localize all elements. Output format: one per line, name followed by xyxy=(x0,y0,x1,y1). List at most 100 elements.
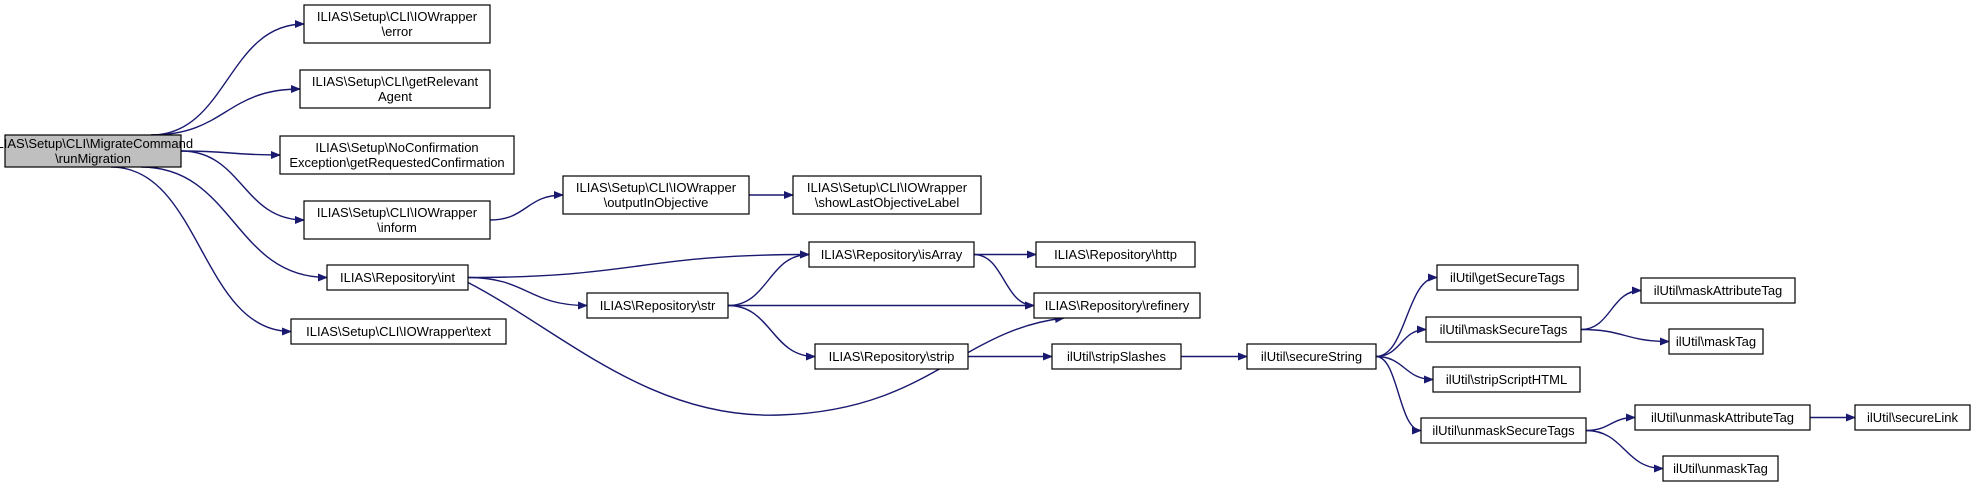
node-unmaskAttributeTag[interactable]: ilUtil\unmaskAttributeTag xyxy=(1634,404,1811,431)
node-label: ILIAS\Setup\NoConfirmation xyxy=(315,140,478,155)
node-noConfirmation[interactable]: ILIAS\Setup\NoConfirmationException\getR… xyxy=(279,135,515,175)
edge-isArray-to-refinery xyxy=(973,253,1035,310)
node-root[interactable]: ILIAS\Setup\CLI\MigrateCommand\runMigrat… xyxy=(0,134,193,168)
node-box xyxy=(1425,316,1582,343)
node-strip[interactable]: ILIAS\Repository\strip xyxy=(814,343,969,370)
node-box xyxy=(814,343,969,370)
node-box xyxy=(808,241,975,268)
node-label: ILIAS\Repository\int xyxy=(340,270,455,285)
node-label: ilUtil\getSecureTags xyxy=(1450,270,1565,285)
edge-inform-to-outputInObjective xyxy=(489,191,564,221)
node-box xyxy=(1668,328,1764,355)
node-box xyxy=(1033,292,1201,319)
node-box xyxy=(1035,241,1196,268)
node-isArray[interactable]: ILIAS\Repository\isArray xyxy=(808,241,975,268)
edge-str-to-strip xyxy=(727,304,816,361)
node-secureString[interactable]: ilUtil\secureString xyxy=(1246,343,1377,370)
edge-secureString-to-stripScriptHTML xyxy=(1375,355,1434,384)
node-label: ILIAS\Setup\CLI\IOWrapper xyxy=(317,9,478,24)
node-box xyxy=(1420,417,1587,444)
node-refinery[interactable]: ILIAS\Repository\refinery xyxy=(1033,292,1201,319)
node-box xyxy=(792,175,982,215)
edge-int-to-str xyxy=(467,276,588,310)
node-box xyxy=(1432,366,1581,393)
node-box xyxy=(1051,343,1182,370)
node-box xyxy=(1246,343,1377,370)
node-maskSecureTags[interactable]: ilUtil\maskSecureTags xyxy=(1425,316,1582,343)
node-box xyxy=(279,135,515,175)
node-label: ILIAS\Setup\CLI\MigrateCommand xyxy=(0,136,193,151)
node-secureLink[interactable]: ilUtil\secureLink xyxy=(1854,404,1971,431)
edge-secureString-to-maskSecureTags xyxy=(1375,325,1427,358)
edge-int-to-isArray xyxy=(467,250,810,279)
node-text[interactable]: ILIAS\Setup\CLI\IOWrapper\text xyxy=(290,318,507,345)
node-label: \runMigration xyxy=(55,151,131,166)
node-box xyxy=(4,134,182,168)
node-box xyxy=(290,318,507,345)
node-label: ILIAS\Setup\CLI\getRelevant xyxy=(312,74,479,89)
node-label: ILIAS\Setup\CLI\IOWrapper xyxy=(317,205,478,220)
edge-maskSecureTags-to-maskTag xyxy=(1580,328,1670,346)
node-outputInObjective[interactable]: ILIAS\Setup\CLI\IOWrapper\outputInObject… xyxy=(562,175,750,215)
node-label: \inform xyxy=(377,220,417,235)
node-showLastObjectiveLabel[interactable]: ILIAS\Setup\CLI\IOWrapper\showLastObject… xyxy=(792,175,982,215)
edge-secureString-to-unmaskSecureTags xyxy=(1375,355,1422,435)
node-unmaskTag[interactable]: ilUtil\unmaskTag xyxy=(1662,455,1779,482)
node-stripSlashes[interactable]: ilUtil\stripSlashes xyxy=(1051,343,1182,370)
node-label: ILIAS\Setup\CLI\IOWrapper\text xyxy=(306,324,491,339)
node-label: ilUtil\unmaskAttributeTag xyxy=(1651,410,1794,425)
edge-root-to-text xyxy=(110,166,292,336)
edge-root-to-inform xyxy=(180,150,305,224)
node-box xyxy=(1854,404,1971,431)
node-label: ILIAS\Repository\strip xyxy=(829,349,955,364)
node-label: Exception\getRequestedConfirmation xyxy=(289,155,504,170)
node-maskTag[interactable]: ilUtil\maskTag xyxy=(1668,328,1764,355)
node-label: ilUtil\maskAttributeTag xyxy=(1654,283,1783,298)
edge-unmaskSecureTags-to-unmaskAttributeTag xyxy=(1585,413,1636,432)
node-label: ILIAS\Repository\isArray xyxy=(821,247,963,262)
node-label: ilUtil\unmaskSecureTags xyxy=(1432,423,1575,438)
node-http[interactable]: ILIAS\Repository\http xyxy=(1035,241,1196,268)
node-unmaskSecureTags[interactable]: ilUtil\unmaskSecureTags xyxy=(1420,417,1587,444)
node-label: ilUtil\unmaskTag xyxy=(1673,461,1768,476)
node-label: ILIAS\Setup\CLI\IOWrapper xyxy=(576,180,737,195)
edge-secureString-to-getSecureTags xyxy=(1375,273,1438,358)
node-box xyxy=(303,200,491,240)
node-box xyxy=(299,69,491,109)
edge-root-to-getRelevantAgent xyxy=(150,85,301,136)
node-label: ILIAS\Repository\str xyxy=(600,298,716,313)
node-label: ilUtil\secureLink xyxy=(1867,410,1959,425)
edge-str-to-isArray xyxy=(727,250,810,307)
node-box xyxy=(586,292,729,319)
node-label: ILIAS\Setup\CLI\IOWrapper xyxy=(807,180,968,195)
edge-root-to-noConfirmation xyxy=(180,150,281,159)
node-inform[interactable]: ILIAS\Setup\CLI\IOWrapper\inform xyxy=(303,200,491,240)
node-getSecureTags[interactable]: ilUtil\getSecureTags xyxy=(1436,264,1579,291)
node-label: ilUtil\maskSecureTags xyxy=(1440,322,1568,337)
node-label: ilUtil\stripScriptHTML xyxy=(1446,372,1567,387)
node-error[interactable]: ILIAS\Setup\CLI\IOWrapper\error xyxy=(303,4,491,44)
node-box xyxy=(1634,404,1811,431)
node-box xyxy=(303,4,491,44)
node-box xyxy=(562,175,750,215)
edge-int-to-refinery xyxy=(467,281,1065,416)
node-label: \showLastObjectiveLabel xyxy=(815,195,960,210)
node-label: ilUtil\secureString xyxy=(1261,349,1362,364)
node-maskAttributeTag[interactable]: ilUtil\maskAttributeTag xyxy=(1640,277,1796,304)
node-label: ilUtil\maskTag xyxy=(1676,334,1756,349)
node-label: ilUtil\stripSlashes xyxy=(1067,349,1166,364)
node-int[interactable]: ILIAS\Repository\int xyxy=(326,264,469,291)
node-stripScriptHTML[interactable]: ilUtil\stripScriptHTML xyxy=(1432,366,1581,393)
node-label: ILIAS\Repository\refinery xyxy=(1045,298,1190,313)
edge-unmaskSecureTags-to-unmaskTag xyxy=(1585,429,1664,473)
node-str[interactable]: ILIAS\Repository\str xyxy=(586,292,729,319)
node-label: Agent xyxy=(378,89,412,104)
edge-root-to-error xyxy=(150,20,305,136)
node-label: \outputInObjective xyxy=(604,195,709,210)
node-label: ILIAS\Repository\http xyxy=(1054,247,1177,262)
node-label: \error xyxy=(381,24,413,39)
node-box xyxy=(1662,455,1779,482)
node-box xyxy=(326,264,469,291)
